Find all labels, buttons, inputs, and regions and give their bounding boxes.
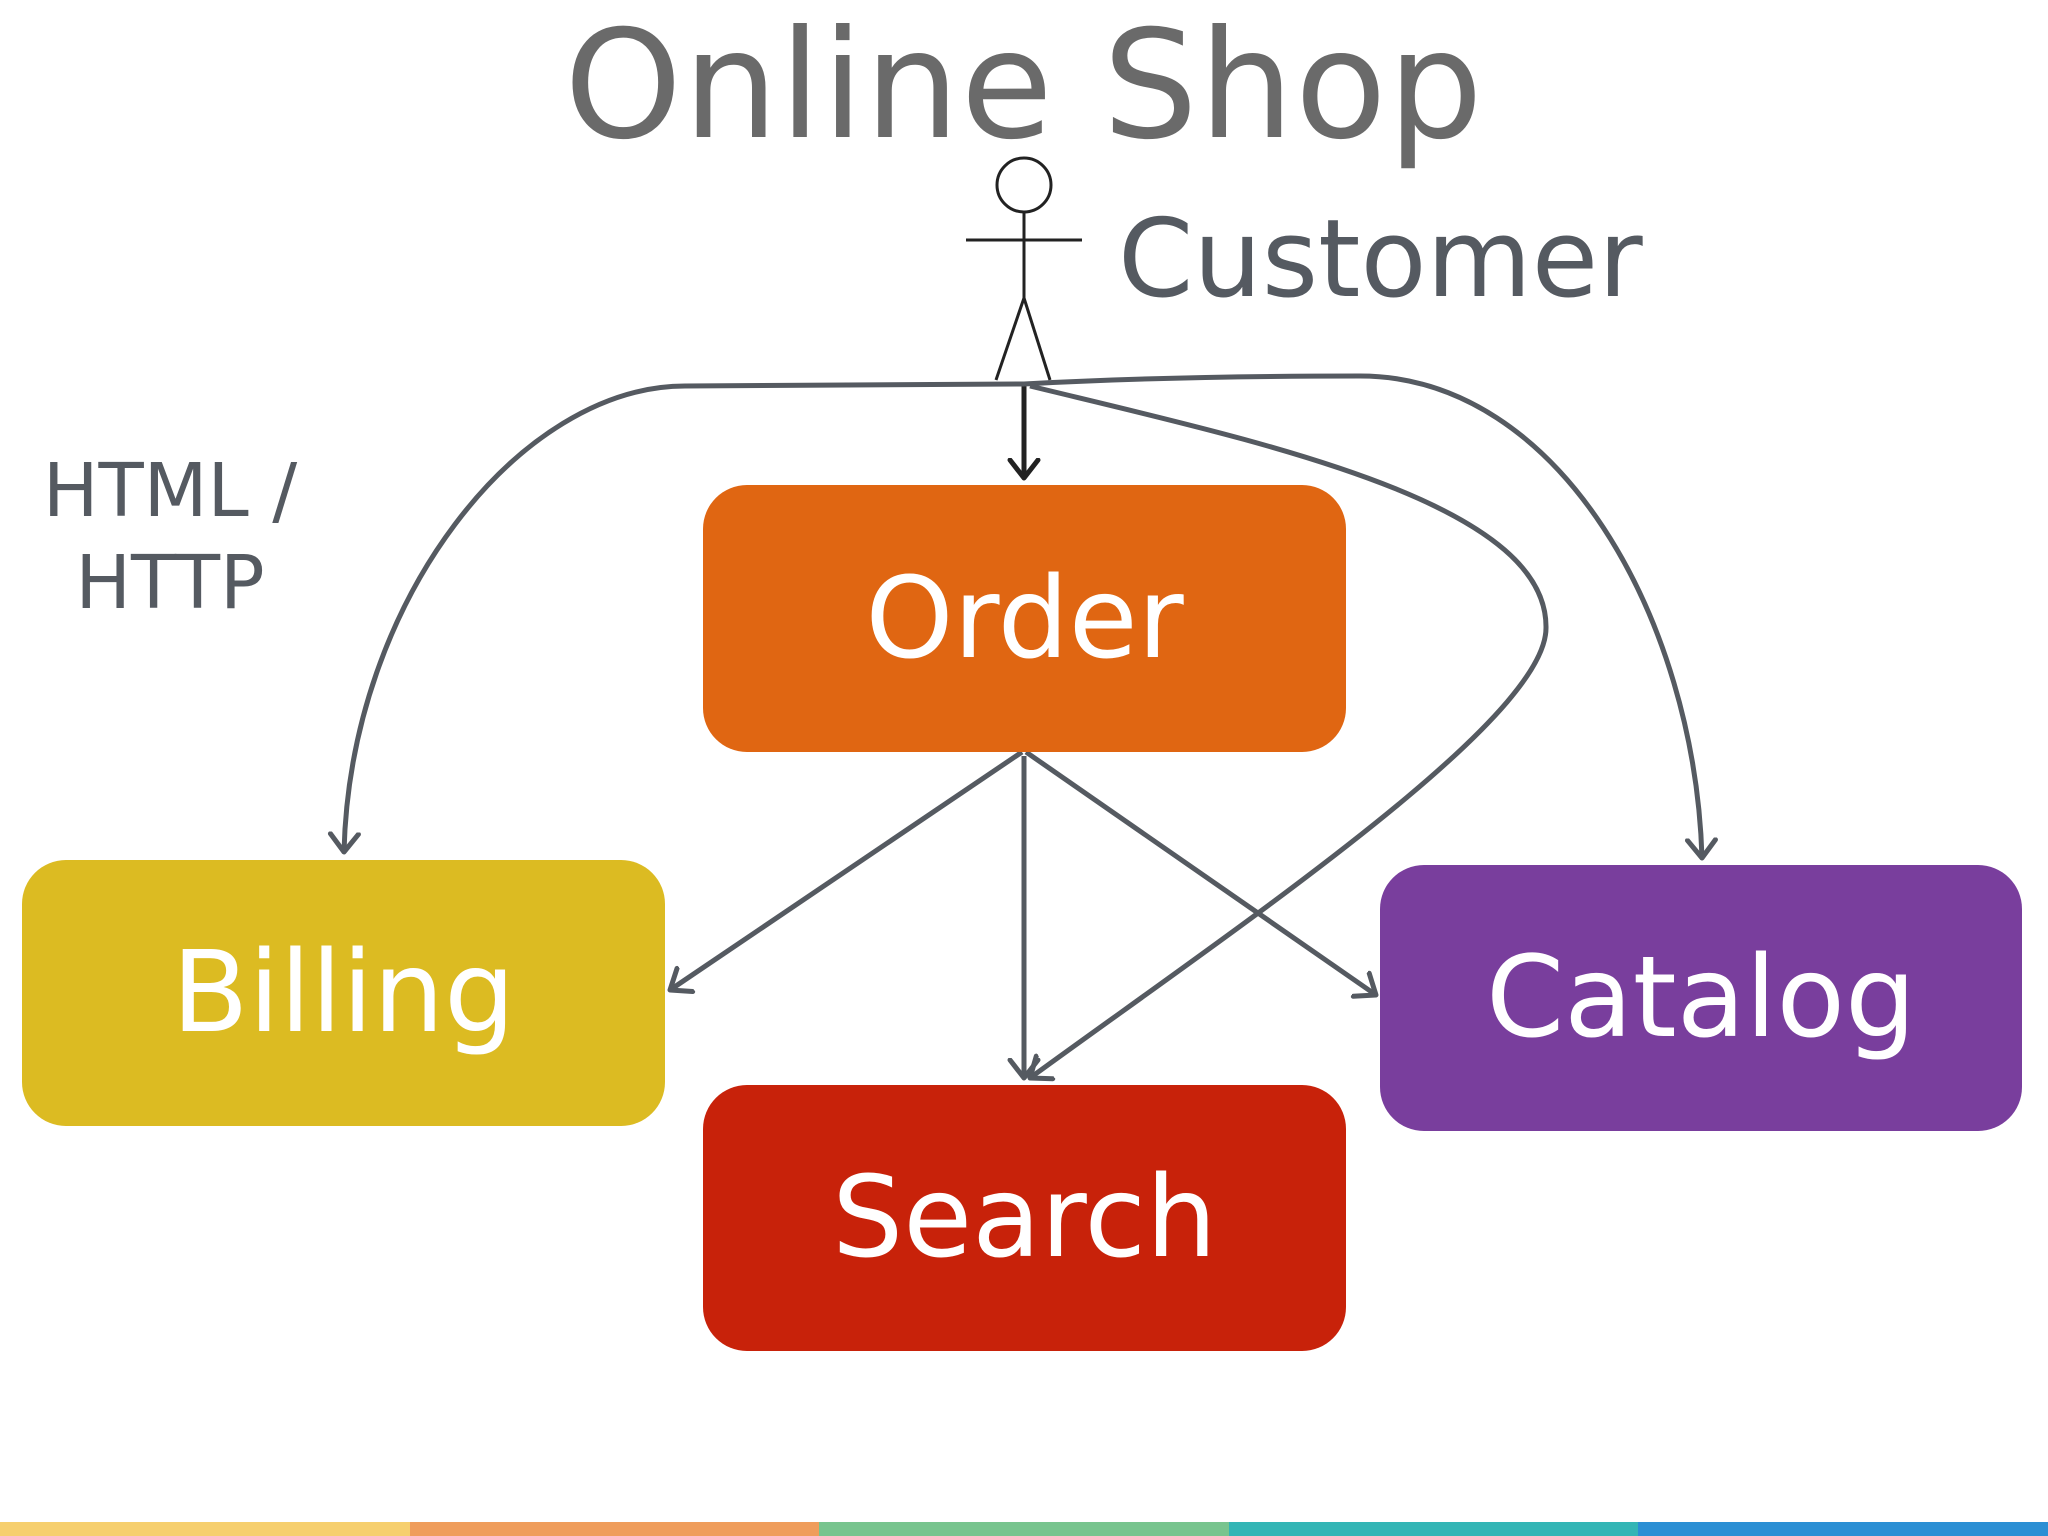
box-catalog-label: Catalog (1485, 933, 1917, 1063)
arrow-customer-catalog (1023, 373, 1702, 858)
box-catalog: Catalog (1380, 865, 2022, 1131)
footer-stripe-segment (409, 1522, 820, 1536)
protocol-label: HTML / HTTP (40, 445, 300, 629)
arrow-order-billing (670, 749, 1024, 990)
footer-color-stripe (0, 1522, 2048, 1536)
protocol-label-line-1: HTML / (42, 448, 298, 534)
footer-stripe-segment (0, 1522, 410, 1536)
box-billing-label: Billing (171, 928, 516, 1058)
box-billing: Billing (22, 860, 665, 1126)
box-search: Search (703, 1085, 1346, 1351)
box-search-label: Search (832, 1153, 1217, 1283)
footer-stripe-segment (1228, 1522, 1639, 1536)
arrow-order-catalog (1024, 749, 1376, 995)
protocol-label-line-2: HTTP (75, 540, 265, 626)
box-order: Order (703, 485, 1346, 752)
arrow-customer-search (1030, 383, 1549, 1078)
diagram-title: Online Shop (564, 0, 1484, 173)
footer-stripe-segment (819, 1522, 1229, 1536)
arrow-customer-billing (344, 381, 1025, 852)
stick-figure-icon (966, 156, 1082, 381)
footer-stripe-segment (1638, 1522, 2048, 1536)
actor-label-customer: Customer (1118, 197, 1643, 322)
box-order-label: Order (865, 553, 1184, 684)
